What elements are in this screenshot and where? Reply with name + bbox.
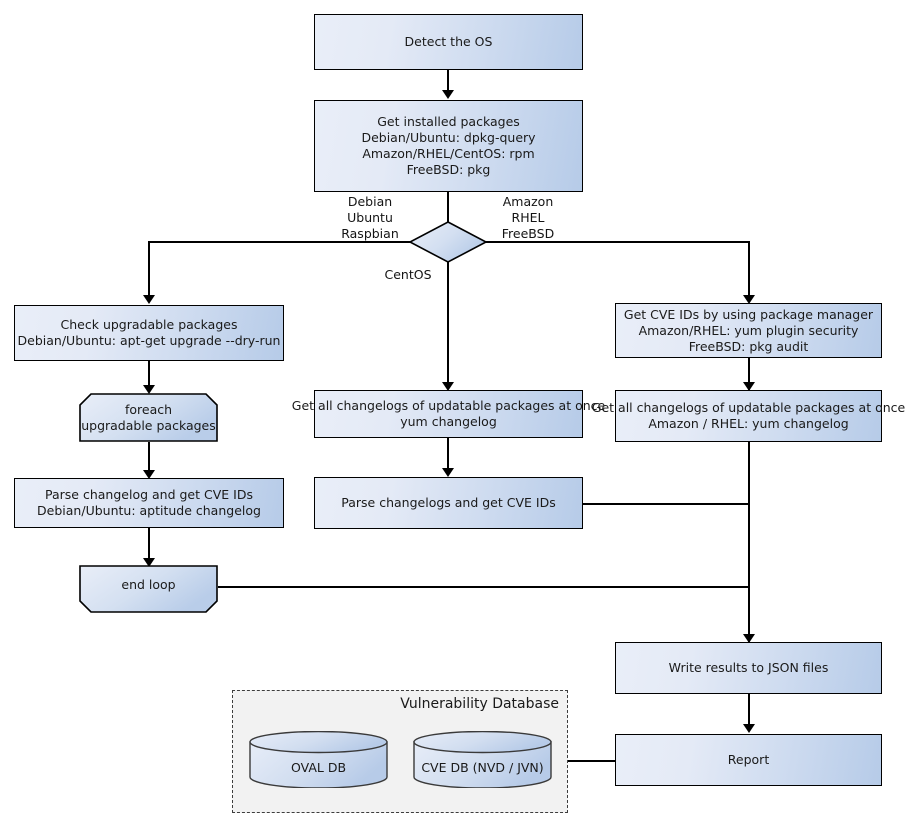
edge-foreach-to-parsechangelog	[148, 442, 150, 472]
arrowhead-changelogs-amazon	[743, 382, 755, 391]
edge-bus-right	[486, 241, 749, 243]
node-parse-changelogs-centos[interactable]: Parse changelogs and get CVE IDs	[314, 477, 583, 529]
vulnerability-database-title: Vulnerability Database	[400, 696, 559, 712]
edge-label-center-1: CentOS	[384, 267, 432, 282]
arrowhead-write-results	[743, 634, 755, 643]
node-detect-os[interactable]: Detect the OS	[314, 14, 583, 70]
edge-label-right-2: RHEL	[511, 210, 545, 225]
edge-label-left-3: Raspbian	[341, 226, 399, 241]
node-foreach-loop-line2: upgradable packages	[81, 417, 216, 433]
edge-getpkgs-to-decision	[447, 192, 449, 222]
arrowhead-changelogs-centos	[442, 382, 454, 391]
node-foreach-loop-line1: foreach	[124, 401, 173, 417]
node-get-cve-pkgmgr[interactable]: Get CVE IDs by using package manager Ama…	[615, 303, 882, 358]
arrowhead-getpkgs	[442, 90, 454, 99]
node-changelogs-centos-line1: Get all changelogs of updatable packages…	[291, 398, 606, 413]
edge-getcve-to-changelogsamazon	[748, 358, 750, 390]
edge-center-drop	[447, 262, 449, 388]
node-get-installed-packages[interactable]: Get installed packages Debian/Ubuntu: dp…	[314, 100, 583, 192]
node-end-loop[interactable]: end loop	[79, 565, 218, 613]
edge-label-left-1: Debian	[347, 194, 393, 209]
db-cve-label: CVE DB (NVD / JVN)	[421, 760, 544, 775]
node-write-results-label: Write results to JSON files	[668, 660, 829, 675]
node-get-cve-pkgmgr-line3: FreeBSD: pkg audit	[688, 338, 809, 354]
node-report[interactable]: Report	[615, 734, 882, 786]
edge-label-left-2: Ubuntu	[347, 210, 393, 225]
arrowhead-parse-changelogs-centos	[442, 468, 454, 477]
node-changelogs-centos[interactable]	[314, 390, 583, 438]
node-get-installed-packages-line4: FreeBSD: pkg	[406, 162, 491, 177]
db-oval-label: OVAL DB	[290, 760, 347, 775]
node-get-installed-packages-line2: Debian/Ubuntu: dpkg-query	[361, 130, 536, 145]
edge-endloop-to-right-bus	[218, 586, 749, 588]
node-changelogs-amazon-line1: Get all changelogs of updatable packages…	[591, 400, 906, 415]
edge-label-center-branch: CentOS	[375, 267, 441, 283]
edge-right-trunk	[748, 442, 750, 642]
node-get-installed-packages-line3: Amazon/RHEL/CentOS: rpm	[362, 146, 535, 161]
edge-writeresults-to-report	[748, 694, 750, 728]
db-oval[interactable]: OVAL DB	[249, 730, 388, 789]
edge-detectos-to-getpkgs	[447, 70, 449, 92]
edge-label-left-branch: Debian Ubuntu Raspbian	[330, 194, 410, 242]
node-check-upgradable-line1: Check upgradable packages	[60, 317, 238, 332]
edge-changelogscentos-to-parse	[447, 438, 449, 470]
edge-right-drop	[748, 241, 750, 297]
node-check-upgradable[interactable]: Check upgradable packages Debian/Ubuntu:…	[14, 305, 284, 361]
arrowhead-get-cve-pkgmgr	[743, 295, 755, 304]
arrowhead-foreach	[143, 385, 155, 394]
node-get-cve-pkgmgr-line2: Amazon/RHEL: yum plugin security	[638, 322, 859, 338]
node-changelogs-centos-line2: yum changelog	[400, 414, 497, 429]
arrowhead-check-upgradable	[143, 295, 155, 304]
node-parse-changelog-deb-line2: Debian/Ubuntu: aptitude changelog	[37, 503, 261, 518]
node-parse-changelog-deb-line1: Parse changelog and get CVE IDs	[45, 487, 253, 502]
edge-left-drop	[148, 241, 150, 297]
edge-vdgroup-to-report	[568, 760, 616, 762]
edge-parsechangelogscentos-to-right-bus	[583, 503, 749, 505]
node-get-cve-pkgmgr-line1: Get CVE IDs by using package manager	[623, 306, 874, 322]
arrowhead-report	[743, 724, 755, 733]
node-parse-changelog-deb[interactable]: Parse changelog and get CVE IDs Debian/U…	[14, 478, 284, 528]
arrowhead-end-loop	[143, 558, 155, 567]
decision-os-family[interactable]	[408, 221, 488, 263]
arrowhead-parse-changelog-deb	[143, 470, 155, 479]
node-changelogs-centos-text: Get all changelogs of updatable packages…	[249, 398, 648, 430]
node-check-upgradable-line2: Debian/Ubuntu: apt-get upgrade --dry-run	[17, 333, 281, 348]
node-write-results[interactable]: Write results to JSON files	[615, 642, 882, 694]
node-changelogs-amazon-line2: Amazon / RHEL: yum changelog	[648, 416, 849, 431]
edge-label-right-3: FreeBSD	[501, 226, 555, 241]
node-changelogs-amazon-text: Get all changelogs of updatable packages…	[549, 400, 910, 432]
db-cve[interactable]: CVE DB (NVD / JVN)	[413, 730, 552, 789]
node-foreach-loop[interactable]: foreach upgradable packages	[79, 393, 218, 442]
edge-parsechangelog-to-endloop	[148, 528, 150, 560]
node-get-installed-packages-line1: Get installed packages	[377, 114, 520, 129]
node-detect-os-label: Detect the OS	[404, 34, 493, 49]
edge-label-right-1: Amazon	[502, 194, 554, 209]
node-changelogs-amazon[interactable]	[615, 390, 882, 442]
edge-label-right-branch: Amazon RHEL FreeBSD	[488, 194, 568, 242]
node-end-loop-label: end loop	[121, 576, 176, 592]
edge-checkupg-to-foreach	[148, 361, 150, 387]
node-parse-changelogs-centos-label: Parse changelogs and get CVE IDs	[341, 495, 556, 510]
node-report-label: Report	[727, 752, 770, 767]
edge-bus-left	[148, 241, 410, 243]
